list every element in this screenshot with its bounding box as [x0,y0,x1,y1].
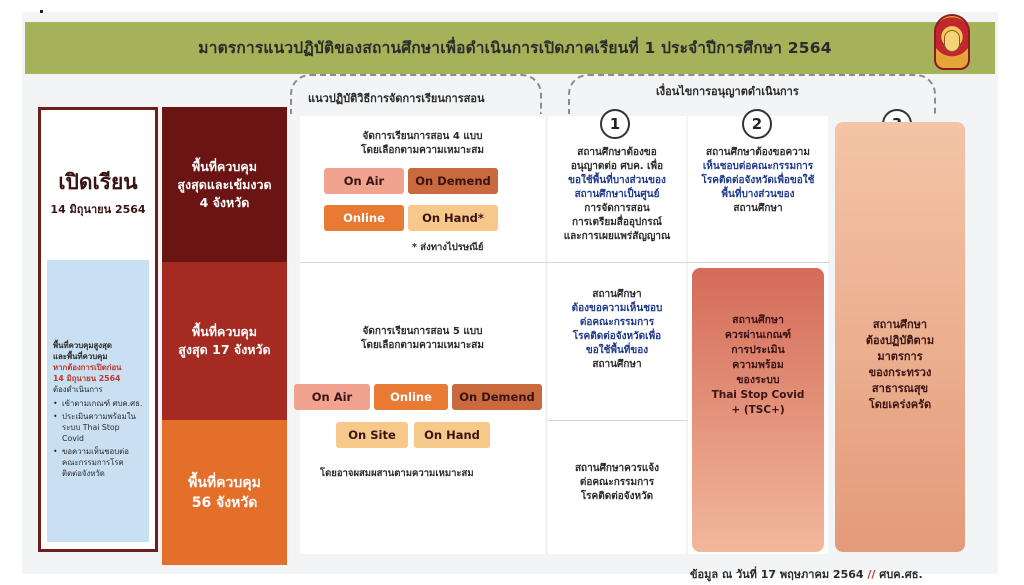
early-opening-intro: พื้นที่ควบคุมสูงสุด และพื้นที่ควบคุม หาก… [53,341,122,394]
methods-header: แนวปฏิบัติวิธีการจัดการเรียนการสอน [300,89,493,107]
data-source-footer: ข้อมูล ณ วันที่ 17 พฤษภาคม 2564 // ศบค.ศ… [690,568,923,581]
method-block-1-title: จัดการเรียนการสอน 4 แบบ โดยเลือกตามความเ… [361,131,484,156]
chip-on-air: On Air [324,168,404,194]
chip-on-air: On Air [294,384,370,410]
ministry-logo-icon [934,14,970,70]
early-opening-note: พื้นที่ควบคุมสูงสุด และพื้นที่ควบคุม หาก… [47,260,149,542]
decorative-dot [40,10,43,13]
chip-on-hand: On Hand* [408,205,498,231]
header-bar: มาตรการแนวปฏิบัติของสถานศึกษาเพื่อดำเนิน… [25,22,995,74]
conditions-header-frame [568,74,936,114]
school-opening-card: เปิดเรียน 14 มิถุนายน 2564 พื้นที่ควบคุม… [38,107,158,552]
condition-2-tsc-text: สถานศึกษา ควรผ่านเกณฑ์ การประเมิน ความพร… [711,314,805,416]
method-block-2-title: จัดการเรียนการสอน 5 แบบ โดยเลือกตามความเ… [361,326,484,351]
condition-3-text: สถานศึกษา ต้องปฏิบัติตาม มาตรการ ของกระท… [865,318,935,411]
condition-2-tsc-box: สถานศึกษา ควรผ่านเกณฑ์ การประเมิน ความพร… [692,268,824,552]
chip-online: Online [324,205,404,231]
chip-on-site: On Site [336,422,408,448]
opening-date: 14 มิถุนายน 2564 [50,203,146,216]
conditions-header: เงื่อนไขการอนุญาตดำเนินการ [648,82,807,100]
condition-1-zone-1-text: สถานศึกษาต้องขอ อนุญาตต่อ ศบค. เพื่อ ขอใ… [563,147,671,242]
list-item: เข้าตามเกณฑ์ ศบค.ศธ. [53,398,143,409]
opening-title: เปิดเรียน [58,170,138,194]
zone-max: พื้นที่ควบคุมสูงสุด 17 จังหวัด [162,262,287,420]
condition-1-number: 1 [600,109,630,139]
page-title: มาตรการแนวปฏิบัติของสถานศึกษาเพื่อดำเนิน… [198,39,832,57]
method-block-3-note: โดยอาจผสมผสานตามความเหมาะสม [320,468,474,479]
condition-1-panel [548,116,686,554]
chip-on-demand: On Demend [408,168,498,194]
list-item: ขอความเห็นชอบต่อคณะกรรมการโรคติดต่อจังหว… [53,446,143,479]
condition-1-zone-2-text: สถานศึกษา ต้องขอความเห็นชอบ ต่อคณะกรรมกา… [571,289,663,370]
chip-online: Online [374,384,448,410]
condition-2-zone-1-text: สถานศึกษาต้องขอความ เห็นชอบต่อคณะกรรมการ… [701,147,815,214]
chip-on-demand: On Demend [452,384,542,410]
chip-on-hand: On Hand [414,422,490,448]
divider [300,262,830,263]
methods-header-frame [290,74,542,114]
condition-1-zone-3-text: สถานศึกษาควรแจ้ง ต่อคณะกรรมการ โรคติดต่อ… [574,463,660,502]
condition-3-box: สถานศึกษา ต้องปฏิบัติตาม มาตรการ ของกระท… [835,122,965,552]
opening-date-section: เปิดเรียน 14 มิถุนายน 2564 [47,116,149,246]
on-hand-footnote: * ส่งทางไปรษณีย์ [412,242,484,253]
early-opening-requirements: เข้าตามเกณฑ์ ศบค.ศธ. ประเมินความพร้อมในร… [53,398,143,479]
list-item: ประเมินความพร้อมในระบบ Thai Stop Covid [53,411,143,444]
divider [548,420,688,421]
condition-2-number: 2 [742,109,772,139]
